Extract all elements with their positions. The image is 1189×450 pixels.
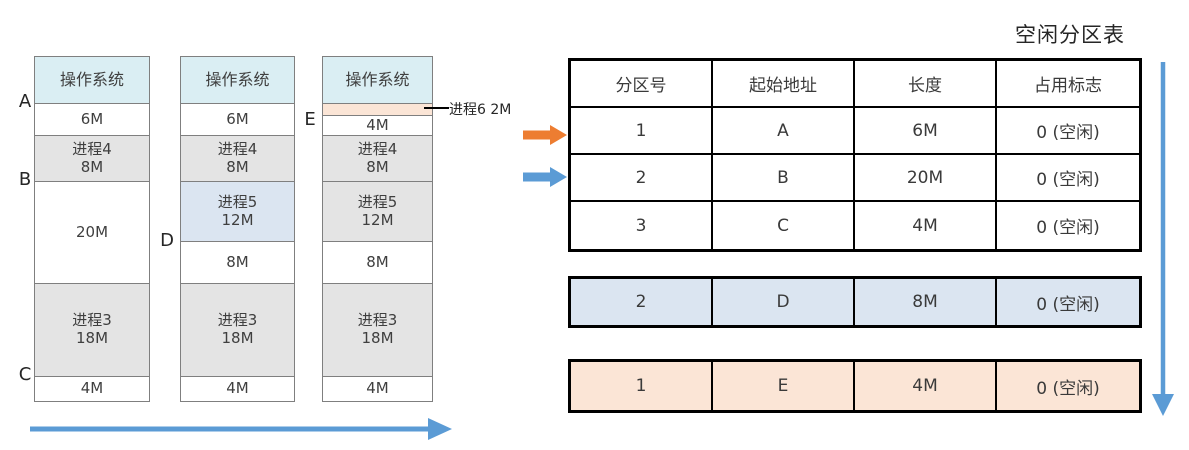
memory-segment-label: 18M [361, 329, 394, 347]
free-partition-table-title: 空闲分区表 [1015, 23, 1125, 47]
process6-annotation: 进程6 2M [449, 102, 512, 118]
memory-segment-label: 进程3 [217, 311, 258, 330]
memory-segment-label: 8M [226, 157, 249, 176]
orange-row-pointer-arrow [523, 125, 567, 145]
memory-segment-label: 8M [80, 157, 104, 176]
address-label-a: A [18, 91, 32, 112]
memory-segment-label: 4M [226, 379, 249, 398]
row-1-cell: 6M [855, 108, 997, 155]
row-2-cell: 0 (空闲) [997, 155, 1139, 202]
table-scan-down-arrow [1152, 62, 1174, 416]
timeline-arrow [30, 418, 452, 440]
row-1-cell: 1 [571, 108, 713, 155]
header-cell: 长度 [855, 61, 997, 108]
memory-segment: 4M [181, 376, 294, 401]
memory-segment-label: 进程3 [72, 311, 112, 330]
blue-row-pointer-arrow [523, 167, 567, 187]
memory-segment-label: 4M [366, 115, 389, 134]
memory-segment-label: 18M [75, 329, 109, 347]
d-row-cell: 0 (空闲) [997, 279, 1139, 325]
memory-segment-label: 进程4 [217, 139, 258, 158]
header-cell: 起始地址 [713, 61, 855, 108]
memory-segment-label: 12M [221, 210, 254, 229]
memory-segment-label: 8M [366, 252, 389, 271]
d-row-cell: D [713, 279, 855, 325]
e-row-cell: E [713, 362, 855, 410]
memory-segment: 4M [35, 376, 149, 401]
memory-segment-label: 操作系统 [205, 69, 270, 89]
row-1-cell: 0 (空闲) [997, 108, 1139, 155]
memory-segment: 6M [35, 103, 149, 135]
row-2-cell: B [713, 155, 855, 202]
row-3-cell: 3 [571, 202, 713, 249]
memory-segment: 4M [323, 115, 432, 135]
e-row-cell: 0 (空闲) [997, 362, 1139, 410]
memory-segment: 4M [323, 376, 432, 401]
address-label-c: C [18, 364, 32, 385]
memory-segment: 操作系统 [35, 57, 149, 103]
memory-segment-label: 6M [80, 109, 104, 128]
address-label-b: B [18, 169, 32, 190]
e-row-cell: 4M [855, 362, 997, 410]
row-2-cell: 2 [571, 155, 713, 202]
header-cell: 分区号 [571, 61, 713, 108]
memory-segment: 操作系统 [323, 57, 432, 103]
memory-segment: 8M [181, 241, 294, 283]
memory-segment-label: 12M [361, 210, 394, 229]
d-row-cell: 8M [855, 279, 997, 325]
memory-segment: 6M [181, 103, 294, 135]
memory-segment-label: 18M [221, 329, 254, 347]
memory-segment-label: 8M [226, 252, 249, 271]
memory-segment: 8M [323, 241, 432, 283]
annotation-connector-line [424, 107, 449, 109]
memory-segment-label: 进程5 [217, 192, 258, 211]
header-cell: 占用标志 [997, 61, 1139, 108]
d-row-cell: 2 [571, 279, 713, 325]
memory-segment-label: 进程4 [357, 139, 398, 158]
memory-segment-label: 6M [226, 109, 249, 128]
memory-segment-label: 4M [366, 379, 389, 398]
row-2-cell: 20M [855, 155, 997, 202]
e-row-cell: 1 [571, 362, 713, 410]
address-label-d: D [160, 230, 174, 251]
memory-segment-label: 4M [80, 379, 104, 398]
memory-segment-label: 8M [366, 157, 389, 176]
row-3-cell: 4M [855, 202, 997, 249]
row-3-cell: C [713, 202, 855, 249]
memory-segment-label: 进程4 [72, 139, 112, 158]
memory-segment-label: 操作系统 [345, 69, 410, 89]
memory-segment: 20M [35, 181, 149, 283]
memory-segment-label: 20M [75, 222, 109, 241]
memory-segment: 操作系统 [181, 57, 294, 103]
memory-segment-label: 操作系统 [59, 69, 124, 89]
memory-segment [323, 103, 432, 115]
row-1-cell: A [713, 108, 855, 155]
row-3-cell: 0 (空闲) [997, 202, 1139, 249]
memory-segment-label: 进程3 [357, 311, 398, 330]
address-label-e: E [304, 109, 316, 130]
memory-segment-label: 进程5 [357, 192, 398, 211]
